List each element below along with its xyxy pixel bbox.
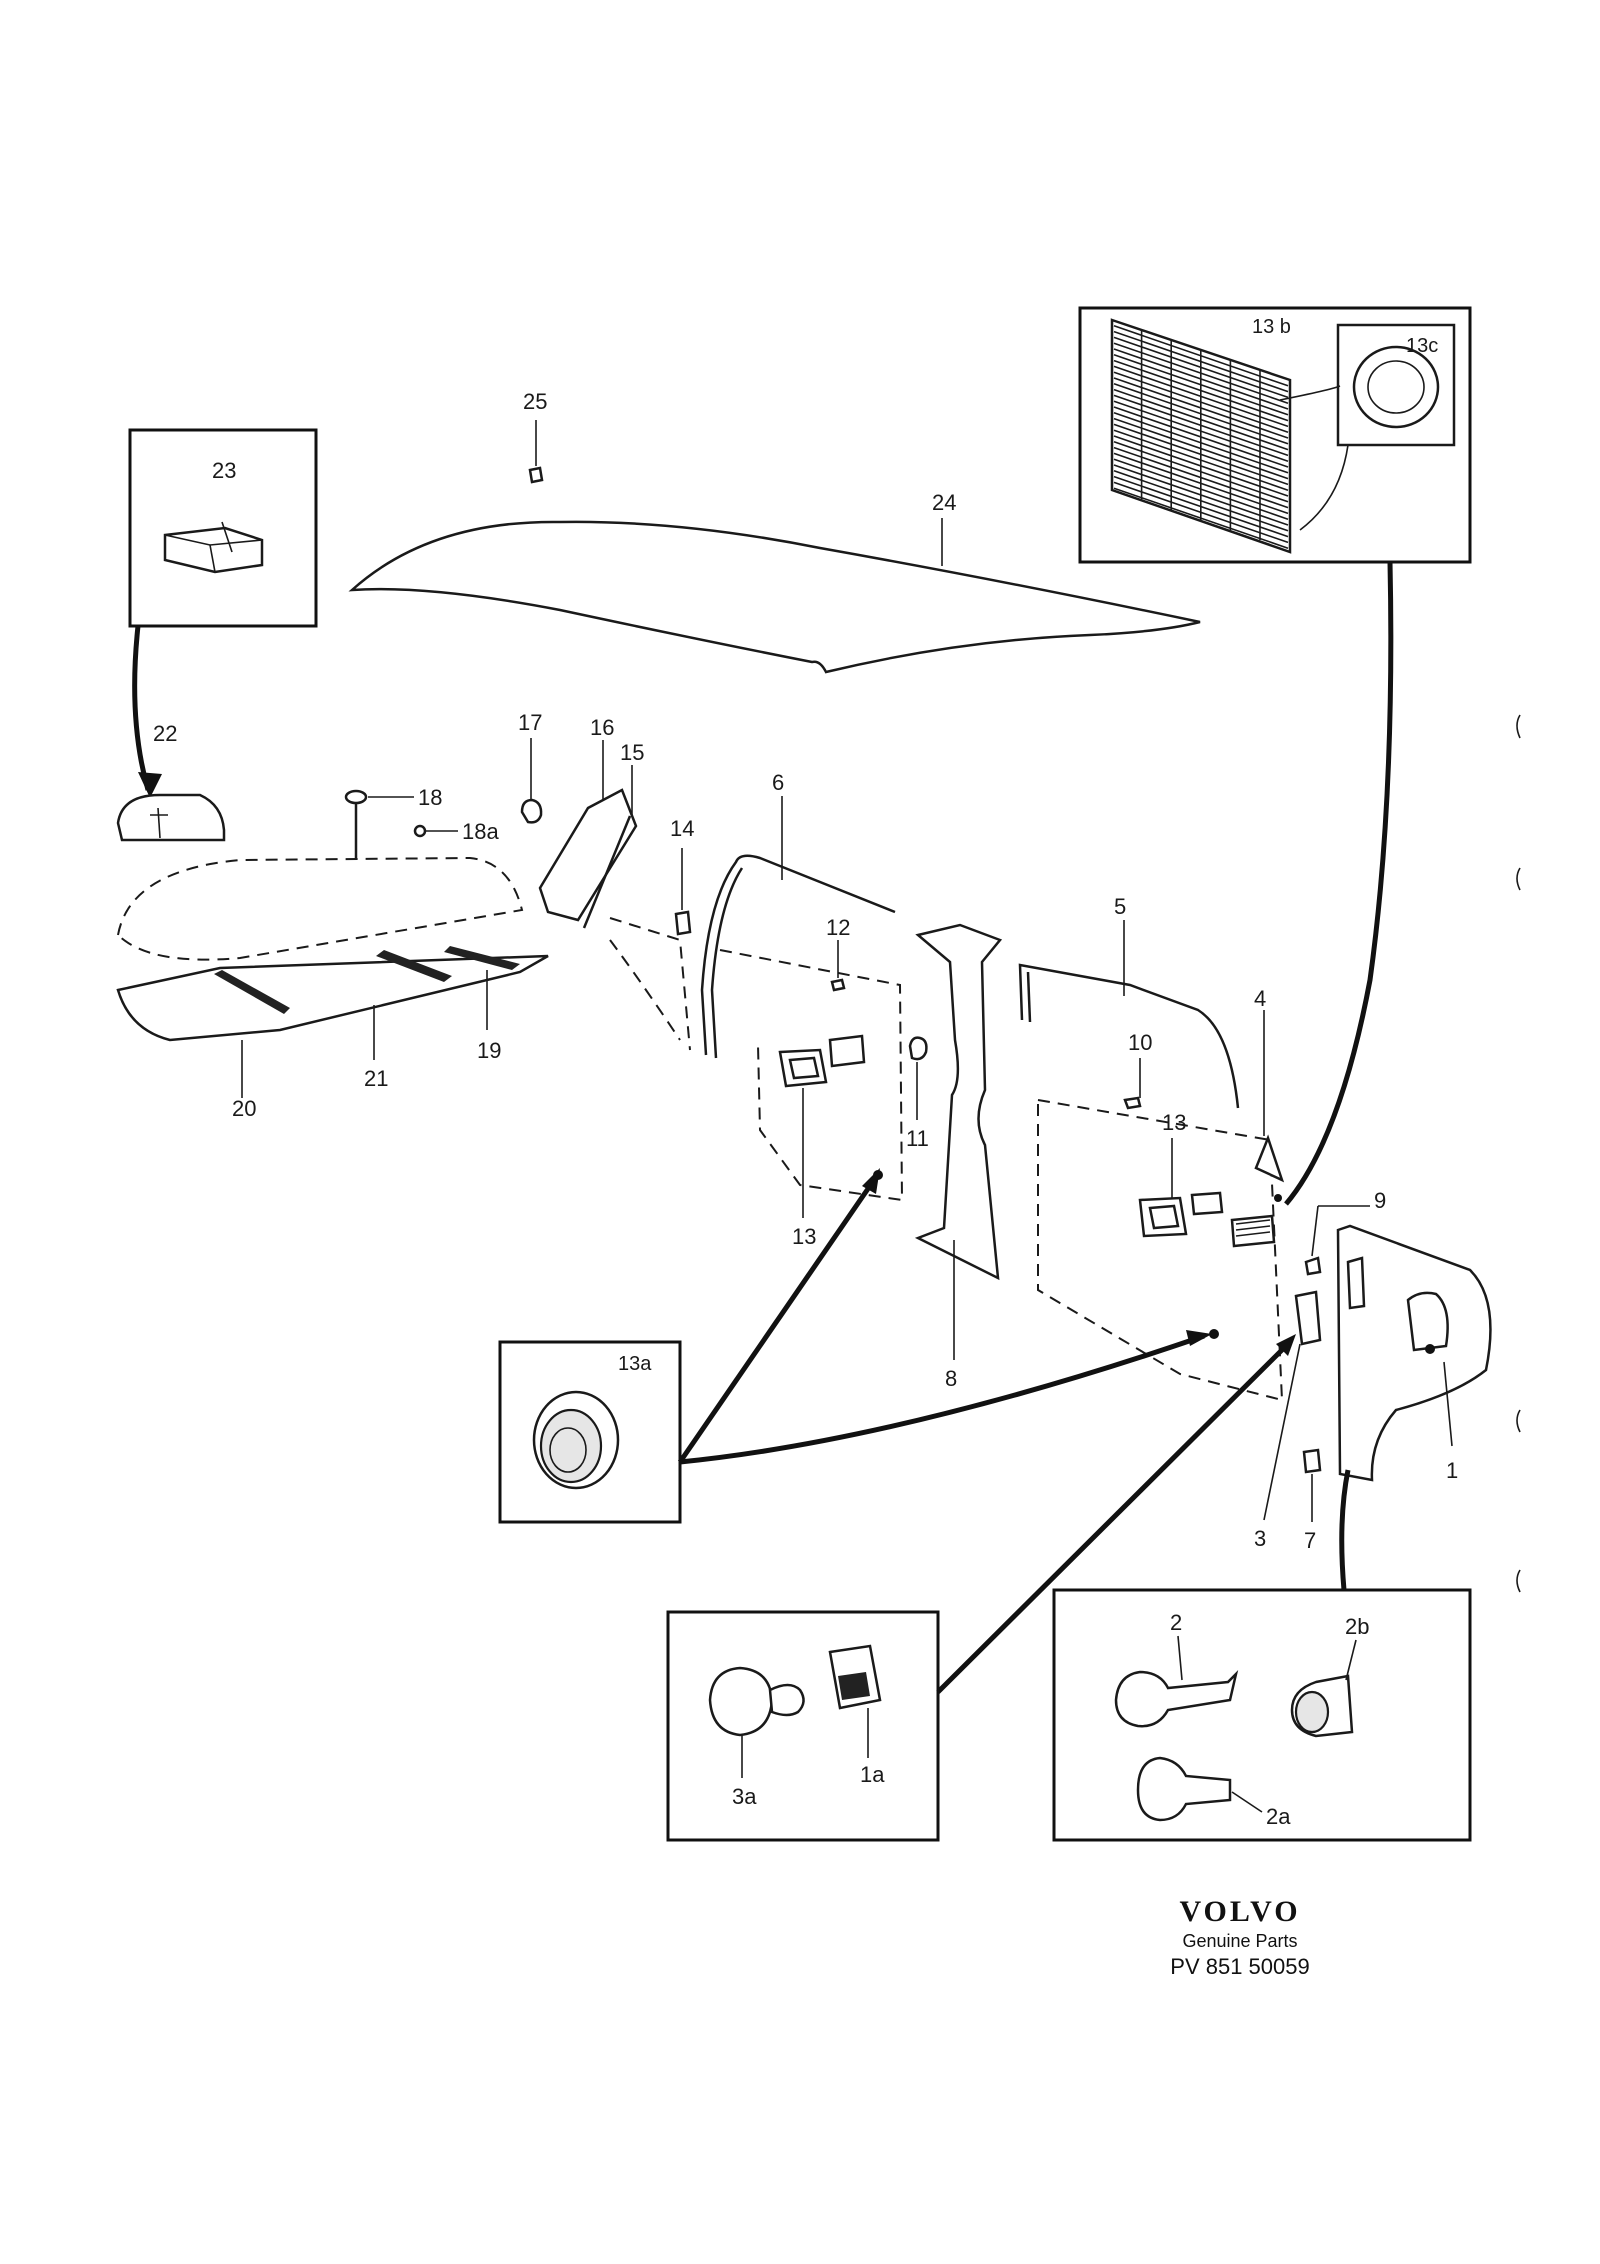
- inset-box-13b: 13 b 13c: [1078, 306, 1472, 564]
- part-1: 1: [1336, 1224, 1492, 1483]
- label-1a: 1a: [860, 1762, 885, 1787]
- part-13-right: 13: [1138, 1110, 1276, 1339]
- label-20: 20: [232, 1096, 256, 1121]
- label-9: 9: [1374, 1188, 1386, 1213]
- label-7: 7: [1304, 1528, 1316, 1553]
- part-10: 10: [1123, 1030, 1152, 1110]
- label-18: 18: [418, 785, 442, 810]
- label-14: 14: [670, 816, 694, 841]
- part-15: 15: [582, 740, 644, 929]
- label-21: 21: [364, 1066, 388, 1091]
- label-2: 2: [1170, 1610, 1182, 1635]
- label-2b: 2b: [1345, 1614, 1369, 1639]
- part-5: 5: [1018, 894, 1240, 1109]
- connector-2: [1339, 1469, 1351, 1591]
- label-15: 15: [620, 740, 644, 765]
- label-13-right: 13: [1162, 1110, 1186, 1135]
- inset-box-13a: 13a: [498, 1340, 682, 1524]
- volvo-logo: VOLVO: [1179, 1895, 1301, 1928]
- label-12: 12: [826, 915, 850, 940]
- connector-13b: [1284, 561, 1394, 1206]
- part-14: 14: [670, 816, 694, 936]
- inset-box-23: 23: [128, 428, 318, 628]
- label-16: 16: [590, 715, 614, 740]
- label-17: 17: [518, 710, 542, 735]
- connector-23-22: [132, 625, 151, 791]
- part-3: 3: [1254, 1290, 1322, 1551]
- label-11: 11: [906, 1126, 929, 1151]
- label-1: 1: [1446, 1458, 1458, 1483]
- part-9: 9: [1304, 1188, 1386, 1276]
- part-17: 17: [518, 710, 542, 824]
- label-5: 5: [1114, 894, 1126, 919]
- connector-13a-right: [679, 1333, 1205, 1465]
- connector-13a-left: [677, 1178, 877, 1464]
- connector-3a-1a: [936, 1340, 1292, 1694]
- inset-box-3a-1a: 3a 1a: [666, 1610, 940, 1842]
- label-19: 19: [477, 1038, 501, 1063]
- part-16: 16: [538, 715, 638, 922]
- label-22: 22: [153, 721, 177, 746]
- label-2a: 2a: [1266, 1804, 1291, 1829]
- part-13-left: 13: [778, 1034, 883, 1249]
- part-7: 7: [1302, 1448, 1322, 1553]
- parcel-shelf: 20 21 19: [116, 856, 549, 1121]
- door-trim-right: [1037, 1098, 1284, 1402]
- label-23: 23: [212, 458, 236, 483]
- part-6: 6: [700, 770, 896, 1059]
- part-8: 8: [914, 923, 1003, 1391]
- label-18a: 18a: [462, 819, 499, 844]
- label-6: 6: [772, 770, 784, 795]
- label-8: 8: [945, 1366, 957, 1391]
- label-24: 24: [932, 490, 956, 515]
- part-11: 11: [906, 1036, 929, 1151]
- label-10: 10: [1128, 1030, 1152, 1055]
- part-18: 18 18a: [344, 785, 499, 860]
- part-25: 25: [523, 389, 547, 484]
- footer-brand: VOLVO Genuine Parts PV 851 50059: [1130, 1895, 1350, 1980]
- door-trim-left: [609, 917, 904, 1202]
- label-13-left: 13: [792, 1224, 816, 1249]
- label-13b: 13 b: [1252, 316, 1291, 338]
- part-24-headlining: 24: [348, 490, 1201, 674]
- label-4: 4: [1254, 986, 1266, 1011]
- footer-subtitle: Genuine Parts: [1182, 1931, 1298, 1951]
- part-22: 22: [116, 721, 226, 842]
- part-number: PV 851 50059: [1170, 1954, 1310, 1979]
- label-25: 25: [523, 389, 547, 414]
- part-12: 12: [826, 915, 850, 992]
- inset-box-2: 2 2b 2a: [1052, 1588, 1472, 1842]
- scan-marks: [1516, 714, 1521, 1593]
- part-4: 4: [1254, 986, 1285, 1202]
- label-3a: 3a: [732, 1784, 757, 1809]
- label-13a: 13a: [618, 1353, 652, 1375]
- label-13c: 13c: [1406, 335, 1438, 357]
- label-3: 3: [1254, 1526, 1266, 1551]
